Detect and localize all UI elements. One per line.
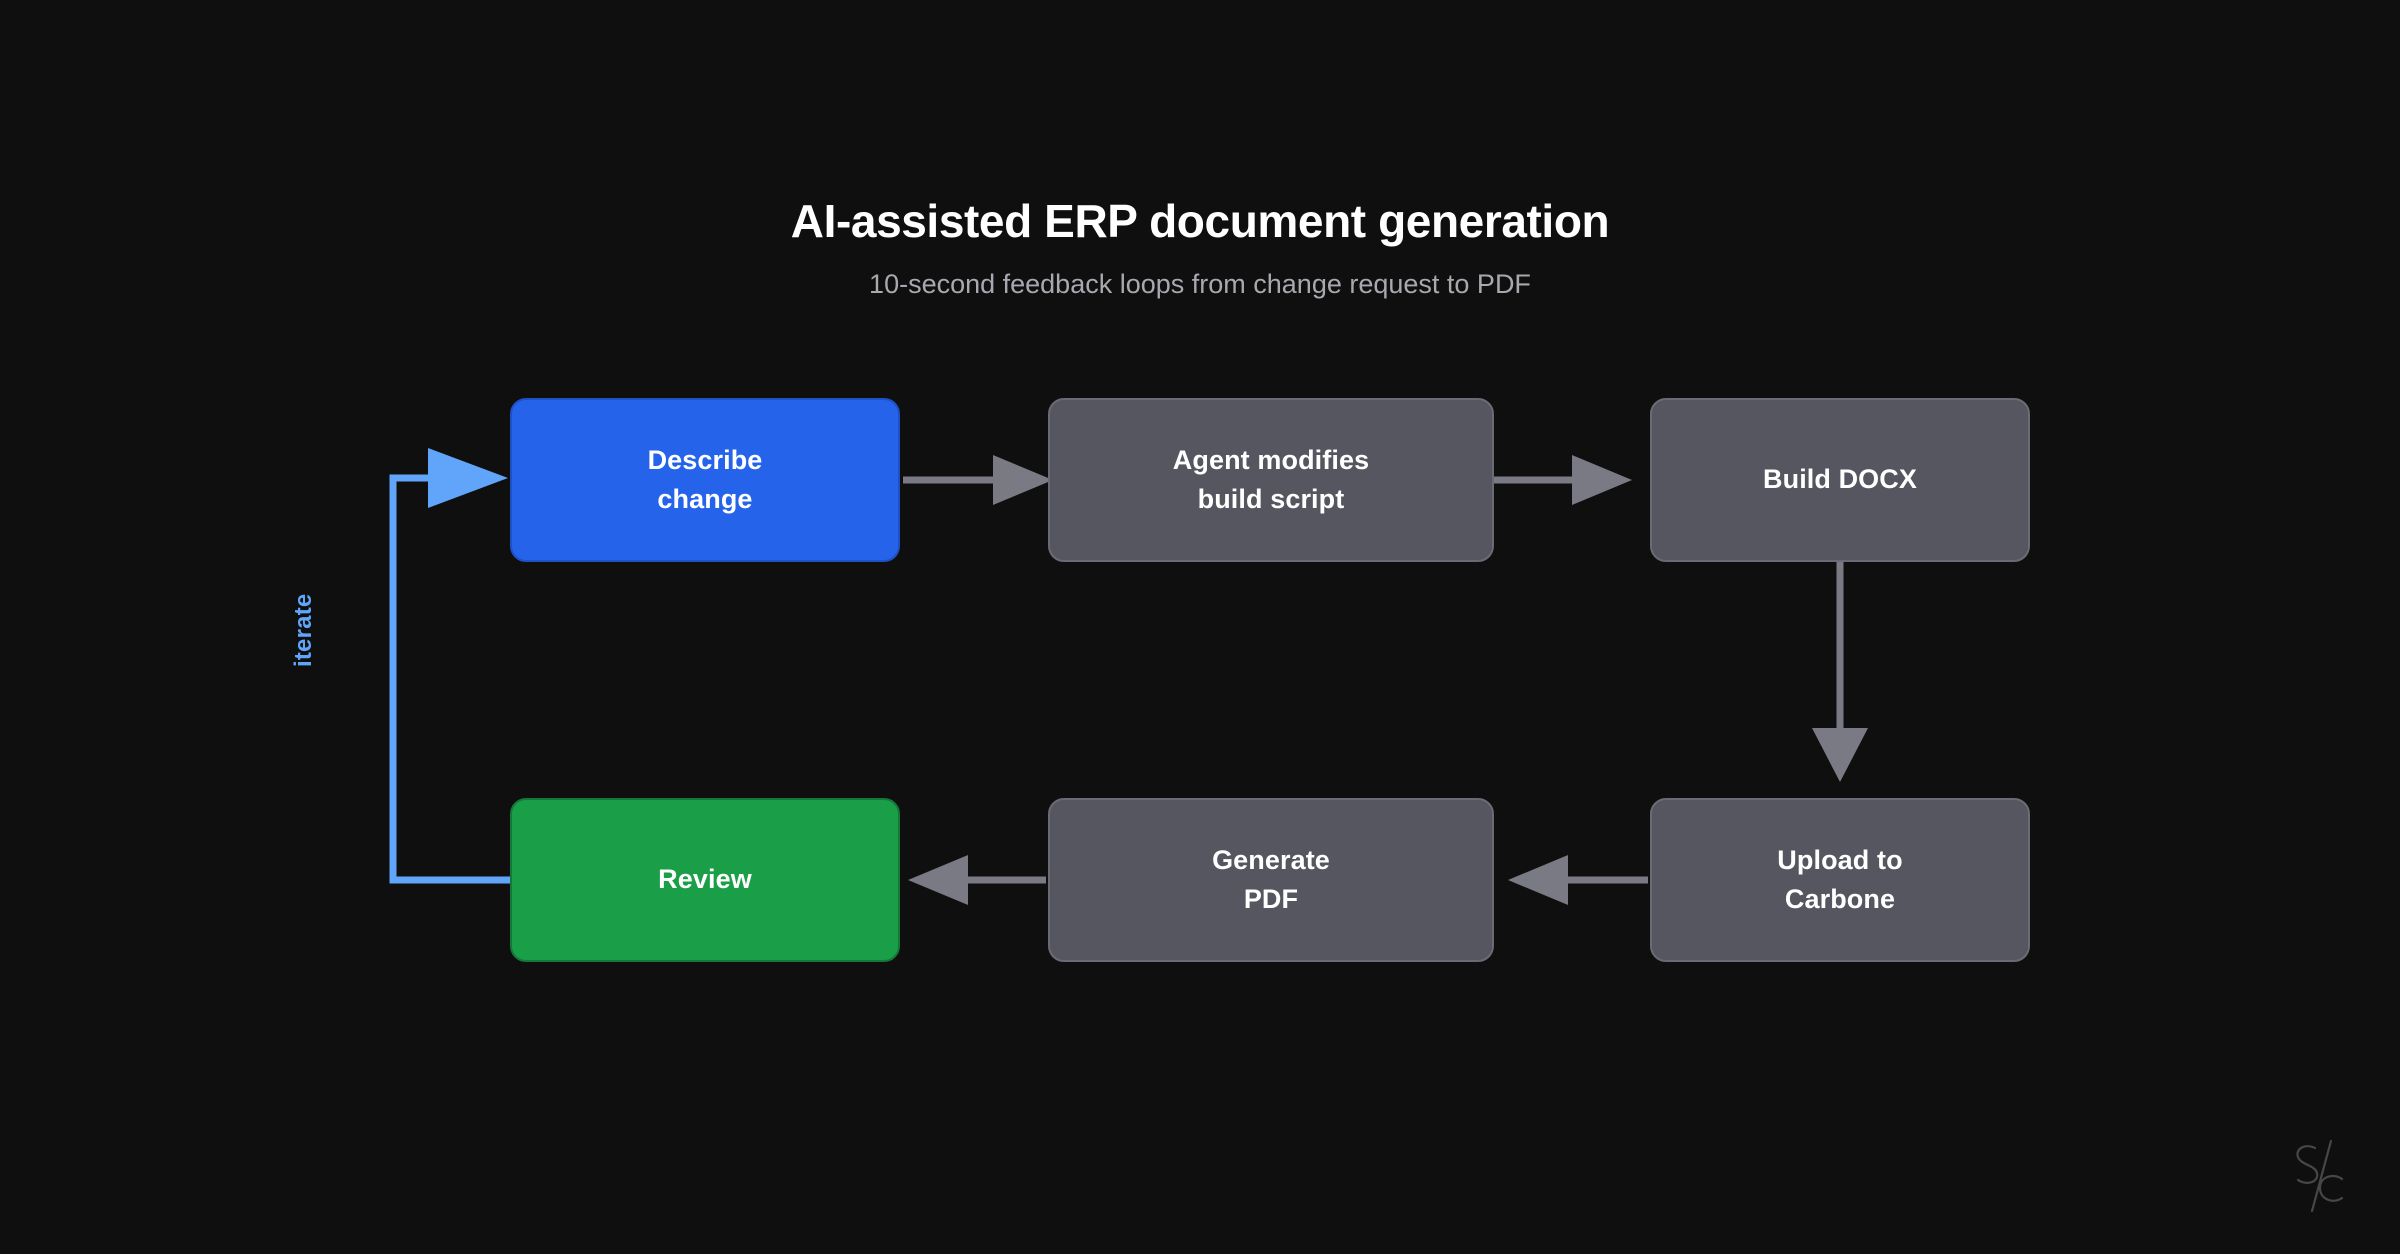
edge-label-iterate: iterate xyxy=(290,593,317,667)
node-review[interactable]: Review xyxy=(510,798,900,962)
edge-agent-to-builddocx xyxy=(1494,455,1632,505)
edge-builddocx-to-upload xyxy=(1812,562,1868,782)
edge-genpdf-to-review xyxy=(908,855,1046,905)
node-label: Build DOCX xyxy=(1763,464,1917,495)
node-describe-change[interactable]: Describe change xyxy=(510,398,900,562)
header: AI-assisted ERP document generation 10-s… xyxy=(0,195,2400,300)
sc-monogram-watermark xyxy=(2296,1139,2344,1213)
node-agent-modifies-build-script[interactable]: Agent modifies build script xyxy=(1048,398,1494,562)
node-label: Generate PDF xyxy=(1212,844,1330,914)
edge-upload-to-genpdf xyxy=(1508,855,1648,905)
node-label: Agent modifies build script xyxy=(1172,444,1370,514)
page-title: AI-assisted ERP document generation xyxy=(790,195,1610,247)
page-subtitle: 10-second feedback loops from change req… xyxy=(869,268,1531,299)
edge-review-to-describe-loop xyxy=(389,448,512,884)
node-build-docx[interactable]: Build DOCX xyxy=(1650,398,2030,562)
edge-describe-to-agent xyxy=(903,455,1053,505)
node-generate-pdf[interactable]: Generate PDF xyxy=(1048,798,1494,962)
node-label: Upload to Carbone xyxy=(1777,844,1903,914)
node-upload-to-carbone[interactable]: Upload to Carbone xyxy=(1650,798,2030,962)
node-label: Review xyxy=(658,864,752,895)
node-label: Describe change xyxy=(647,444,763,514)
